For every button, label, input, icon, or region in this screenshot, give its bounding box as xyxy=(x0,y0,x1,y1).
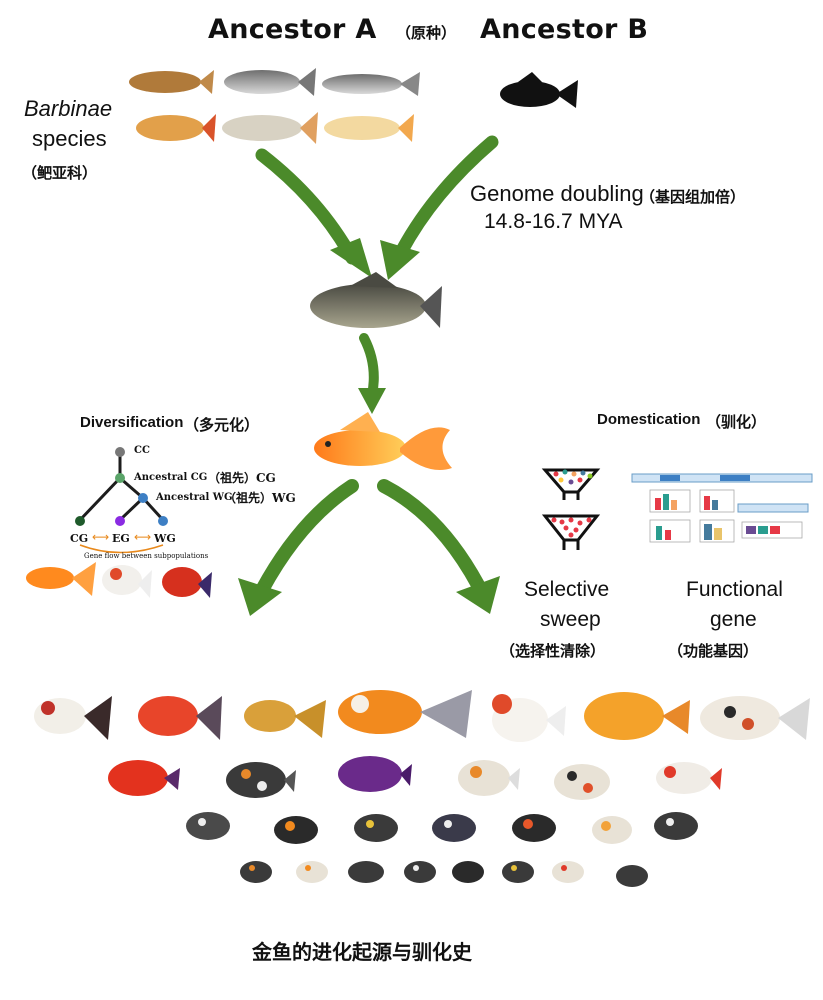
barbinae-zh-label: （鲃亚科） xyxy=(22,164,98,182)
variety-fish xyxy=(552,861,584,883)
variety-fish xyxy=(452,861,484,883)
variety-fish xyxy=(616,865,648,887)
ancestral-goldfish xyxy=(314,412,452,470)
genome-doubling-zh-label: （基因组加倍） xyxy=(640,188,746,206)
variety-fish xyxy=(700,696,810,740)
functional-gene-line2: gene xyxy=(710,608,757,631)
variety-fish xyxy=(240,861,272,883)
selective-sweep-funnel-bottom xyxy=(541,514,601,550)
variety-fish xyxy=(492,694,566,742)
tree-node-wg xyxy=(158,516,168,526)
domestication-title: Domestication xyxy=(597,411,701,428)
goldfish-varieties-collage xyxy=(34,690,810,887)
variety-fish xyxy=(338,690,472,738)
variety-fish xyxy=(338,756,412,792)
tree-node-ancestral-wg xyxy=(138,493,148,503)
functional-gene-zh: （功能基因） xyxy=(668,642,759,660)
functional-gene-panel xyxy=(631,473,813,543)
variety-fish xyxy=(512,814,556,842)
tree-label-ancestral-wg: Ancestral WG xyxy=(156,492,233,503)
barbinae-fish-2 xyxy=(224,68,316,96)
barbinae-fish-5 xyxy=(222,112,318,144)
diversification-title: Diversification xyxy=(80,414,184,431)
arrow-a-to-carp xyxy=(255,148,372,278)
tree-node-eg xyxy=(115,516,125,526)
selective-sweep-funnel-top xyxy=(541,468,601,500)
variety-fish xyxy=(244,700,326,738)
genome-doubling-date: 14.8-16.7 MYA xyxy=(484,210,623,233)
crucian-carp-fish xyxy=(310,272,442,328)
tree-label-ancestral-cg: Ancestral CG xyxy=(134,472,208,483)
variety-fish xyxy=(108,760,180,796)
ancestor-a-zh-label: （原种） xyxy=(396,24,457,42)
variety-fish xyxy=(432,814,476,842)
selective-sweep-zh: （选择性清除） xyxy=(500,642,606,660)
barbinae-label: Barbinae xyxy=(24,96,113,121)
variety-fish xyxy=(554,764,610,800)
tree-label-ancestral-wg-zh: （祖先）WG xyxy=(224,491,296,505)
variety-fish xyxy=(34,696,112,740)
variety-fish xyxy=(274,816,318,844)
phylogenetic-tree xyxy=(75,447,168,554)
swap-arrow-icon: ⟷ xyxy=(92,530,110,544)
variety-fish xyxy=(354,814,398,842)
diversification-fish-1 xyxy=(26,562,96,596)
barbinae-fish-4 xyxy=(136,114,216,142)
swap-arrow-icon: ⟷ xyxy=(134,530,152,544)
arrow-carp-to-goldfish xyxy=(358,333,386,414)
barbinae-fish-1 xyxy=(129,70,214,94)
diversification-zh-title: （多元化） xyxy=(184,416,260,434)
diversification-fish-2 xyxy=(102,565,152,598)
variety-fish xyxy=(404,861,436,883)
tree-node-cc xyxy=(115,447,125,457)
tree-label-cc: CC xyxy=(134,445,150,456)
barbinae-fish-3 xyxy=(322,72,420,96)
variety-fish xyxy=(226,762,296,798)
selective-sweep-line1: Selective xyxy=(524,578,610,601)
tree-leaf-wg: WG xyxy=(154,532,176,545)
functional-gene-line1: Functional xyxy=(686,578,783,601)
species-label: species xyxy=(32,126,107,151)
tree-label-ancestral-cg-zh: （祖先）CG xyxy=(208,471,276,485)
barbinae-fish-6 xyxy=(324,114,414,142)
domestication-zh-title: （驯化） xyxy=(706,413,767,431)
variety-fish xyxy=(138,696,222,740)
variety-fish xyxy=(592,816,632,844)
arrow-to-diversification xyxy=(238,479,359,616)
variety-fish xyxy=(296,861,328,883)
tree-leaf-cg: CG xyxy=(70,532,89,545)
ancestor-a-label: Ancestor A xyxy=(208,14,377,45)
variety-fish xyxy=(656,762,722,794)
variety-fish xyxy=(654,812,698,840)
variety-fish xyxy=(502,861,534,883)
variety-fish xyxy=(584,692,690,740)
variety-fish xyxy=(186,812,230,840)
selective-sweep-line2: sweep xyxy=(540,608,601,631)
tree-node-ancestral-cg xyxy=(115,473,125,483)
arrow-b-to-carp xyxy=(380,135,499,280)
variety-fish xyxy=(348,861,384,883)
tree-node-cg xyxy=(75,516,85,526)
ancestor-b-label: Ancestor B xyxy=(480,14,649,45)
arrow-to-domestication xyxy=(377,479,500,614)
variety-fish xyxy=(458,760,520,796)
diversification-fish-3 xyxy=(162,567,212,598)
footer-caption: 金鱼的进化起源与驯化史 xyxy=(252,940,472,964)
tree-leaf-eg: EG xyxy=(112,532,130,545)
ancestor-b-silhouette xyxy=(500,72,578,108)
genome-doubling-label: Genome doubling xyxy=(470,181,644,206)
gene-flow-caption: Gene flow between subpopulations xyxy=(84,552,209,560)
